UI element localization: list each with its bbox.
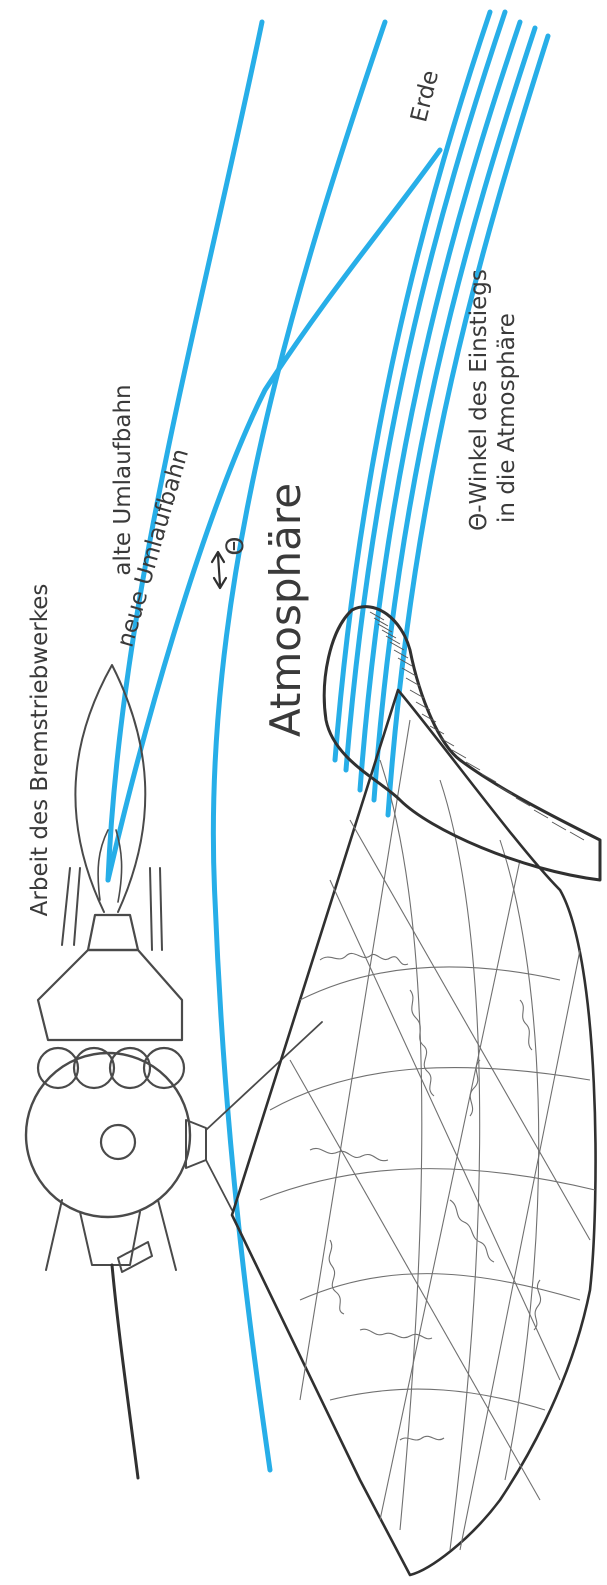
- map-grid: [260, 720, 595, 1550]
- earth-hatching: [370, 612, 584, 840]
- entry-angle-label-line2: in die Atmosphäre: [494, 313, 520, 523]
- atmosphere-boundary-line: [213, 22, 385, 1470]
- descent-capsule: [26, 1053, 190, 1217]
- map-outline: [232, 690, 596, 1575]
- orbit-lines: [108, 12, 548, 1470]
- earth-label: Erde: [406, 68, 444, 125]
- entry-angle-label-line1: Θ-Winkel des Einstiegs: [466, 269, 492, 531]
- map-sheet: [232, 690, 596, 1575]
- atmosphere-label: Atmosphäre: [261, 483, 310, 737]
- braking-engine-label: Arbeit des Bremstriebwerkes: [27, 584, 53, 917]
- engine-nozzle: [88, 915, 138, 950]
- theta-angle-marker: [212, 552, 226, 588]
- instrument-module: [38, 950, 182, 1040]
- old-orbit-label: alte Umlaufbahn: [110, 384, 136, 575]
- theta-label: Θ: [221, 537, 249, 556]
- capsule-porthole: [101, 1125, 135, 1159]
- whip-antenna: [112, 1265, 138, 1478]
- map-coastlines: [310, 953, 541, 1440]
